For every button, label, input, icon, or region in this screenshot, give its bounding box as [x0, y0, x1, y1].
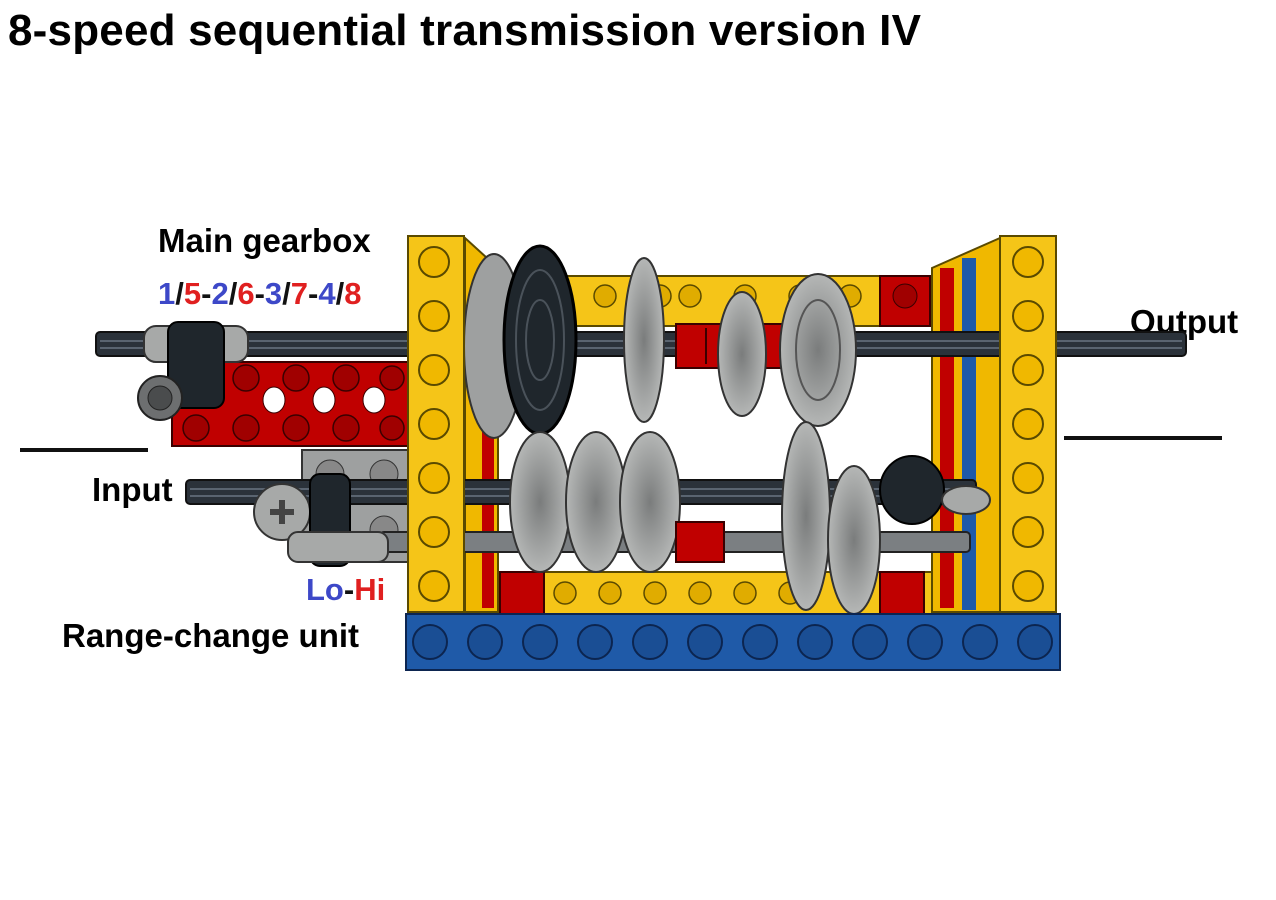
blue-base-beam [406, 614, 1060, 670]
red-connector-bottom-right [880, 572, 924, 614]
right-yellow-upright [1000, 236, 1056, 612]
gear-upper-2 [624, 258, 664, 422]
gear-upper-4 [780, 274, 856, 426]
gear-lower-cluster [510, 432, 680, 572]
red-shift-collar-lower [676, 522, 724, 562]
red-connector-bottom-left [500, 572, 544, 614]
left-yellow-upright [408, 236, 464, 612]
right-inner-side-plate [932, 238, 1000, 612]
gear-upper-3 [718, 292, 766, 416]
gear-large-upper-1 [464, 246, 576, 438]
red-connector-hole [893, 284, 917, 308]
